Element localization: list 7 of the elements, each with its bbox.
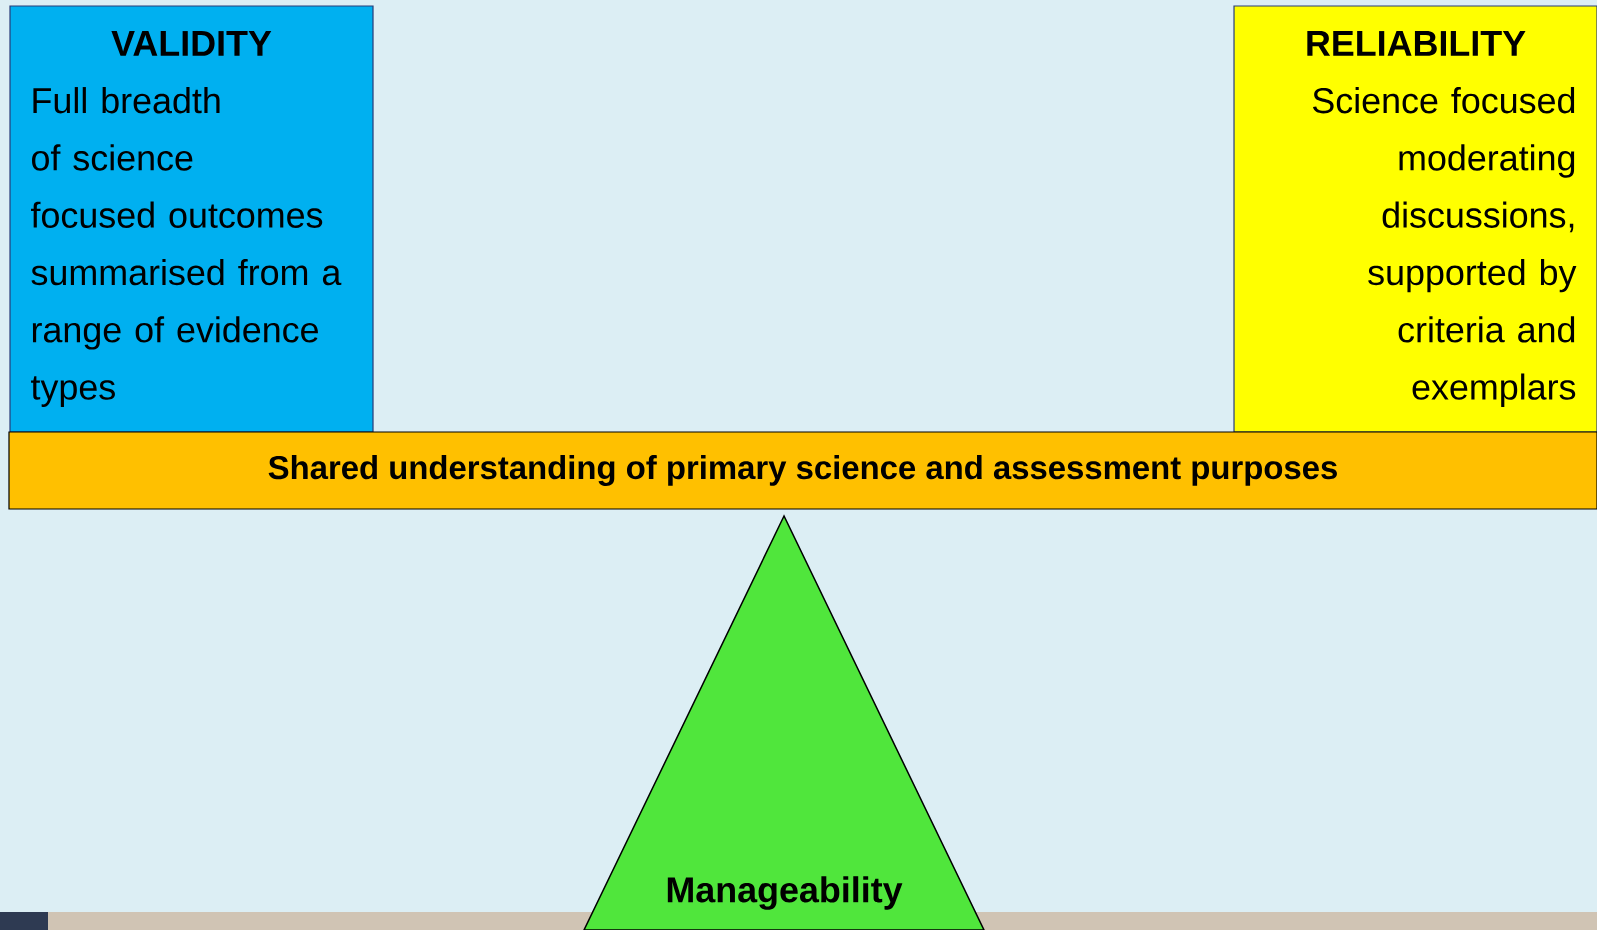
box-heading: VALIDITY xyxy=(111,31,272,56)
text-box xyxy=(9,5,374,433)
box-text: Science focused moderating discussions, supported by criteria and exemplars xyxy=(1312,87,1577,407)
box-heading: RELIABILITY xyxy=(1307,31,1526,56)
base-band: Shared understanding of primary science and assessment purposes xyxy=(8,431,1597,510)
text-box xyxy=(1233,5,1597,433)
box-text: Full breadth of science focused outcomes summarised from a range of evidence types xyxy=(31,87,342,407)
